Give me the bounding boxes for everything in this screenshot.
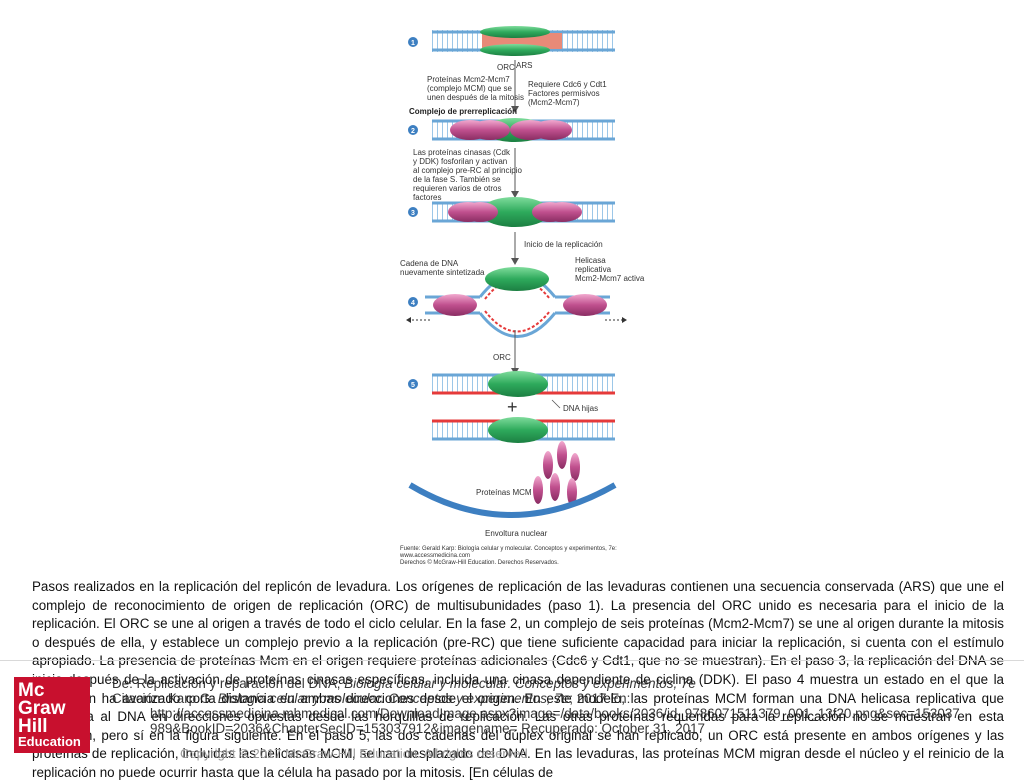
citation-from: De: Replicación y reparación del DNA, Bi…	[112, 676, 696, 691]
label-mcm-2: (complejo MCM) que se	[427, 84, 512, 93]
orc-complex-5a	[488, 371, 548, 397]
orc-complex-3	[480, 197, 550, 227]
label-kinase-3: al complejo pre-RC al principio	[413, 166, 522, 175]
replication-bubble-bottom	[478, 312, 557, 338]
nuclear-envelope	[408, 482, 617, 518]
figure-source-2: www.accessmedicina.com	[399, 553, 470, 559]
footer-divider	[0, 660, 1024, 661]
citation-reference: Citación: Karp G. Biología celular y mol…	[112, 691, 631, 706]
orc-complex-5b	[488, 417, 548, 443]
mcm-helicase-right	[563, 294, 607, 316]
label-helicase-1: Helicasa	[575, 256, 606, 265]
step-number-3: 3	[411, 210, 415, 217]
step-number-2: 2	[411, 128, 415, 135]
label-mcm-3: unen después de la mitosis	[427, 93, 524, 102]
label-requires-1: Requiere Cdc6 y Cdt1	[528, 80, 607, 89]
figure-source-3: Derechos © McGraw-Hill Education. Derech…	[400, 559, 559, 566]
citation-url-2: 989&BookID=2036&ChapterSecID=153037912&i…	[150, 721, 705, 736]
step-number-1: 1	[411, 40, 415, 47]
step-4: 4 Cadena de DNA nuevamente sintetizada H…	[400, 256, 645, 338]
step-badge-1	[408, 37, 418, 47]
label-orc: ORC	[497, 63, 515, 72]
orc-complex-1-top	[480, 26, 550, 38]
label-new-dna-2: nuevamente sintetizada	[400, 268, 485, 277]
citation-url-1[interactable]: http://accessmedicina.mhmedical.com/Down…	[150, 706, 960, 721]
step-1: 1 ORC ARS	[408, 26, 615, 72]
label-orc-2: ORC	[493, 353, 511, 362]
label-daughter-dna: DNA hijas	[563, 404, 598, 413]
mcgraw-hill-logo: Mc Graw Hill Education	[14, 677, 90, 753]
mcm-ring-3a	[462, 202, 498, 222]
citation-block: De: Replicación y reparación del DNA, Bi…	[112, 676, 1012, 736]
label-kinase-1: Las proteínas cinasas (Cdk	[413, 148, 511, 157]
replication-figure: 1 ORC ARS Proteínas Mcm2-Mcm7 (complejo …	[399, 26, 645, 566]
label-ars: ARS	[516, 61, 532, 70]
copyright-notice: Copyright © 2017 McGraw-Hill Education. …	[180, 746, 528, 761]
orc-complex-1-bottom	[480, 44, 550, 56]
step-3: 3	[408, 197, 615, 227]
step-number-5: 5	[411, 382, 415, 389]
label-mcm-1: Proteínas Mcm2-Mcm7	[427, 75, 510, 84]
label-nuclear-envelope: Envoltura nuclear	[485, 529, 548, 538]
label-requires-2: Factores permisivos	[528, 89, 600, 98]
label-mcm-proteins: Proteínas MCM	[476, 488, 532, 497]
label-helicase-2: replicativa	[575, 265, 612, 274]
label-new-dna-1: Cadena de DNA	[400, 259, 459, 268]
label-kinase-6: factores	[413, 193, 441, 202]
orc-complex-4	[485, 267, 549, 291]
label-kinase-5: requieren varios de otros	[413, 184, 502, 193]
label-kinase-4: de la fase S. También se	[413, 175, 501, 184]
label-requires-3: (Mcm2-Mcm7)	[528, 98, 580, 107]
step-2: 2	[408, 118, 615, 142]
step-number-4: 4	[411, 300, 415, 307]
figure-source-1: Fuente: Gerald Karp: Biología celular y …	[400, 546, 617, 552]
step-5: 5 + DNA hijas	[408, 371, 615, 443]
label-prerep-complex: Complejo de prerreplicación	[409, 107, 517, 116]
mcm-proteins-released	[533, 441, 580, 506]
label-replication-start: Inicio de la replicación	[524, 240, 603, 249]
svg-text:+: +	[507, 397, 518, 417]
mcm-helicase-left	[433, 294, 477, 316]
label-helicase-3: Mcm2-Mcm7 activa	[575, 274, 645, 283]
label-kinase-2: y DDK) fosforilan y activan	[413, 157, 507, 166]
